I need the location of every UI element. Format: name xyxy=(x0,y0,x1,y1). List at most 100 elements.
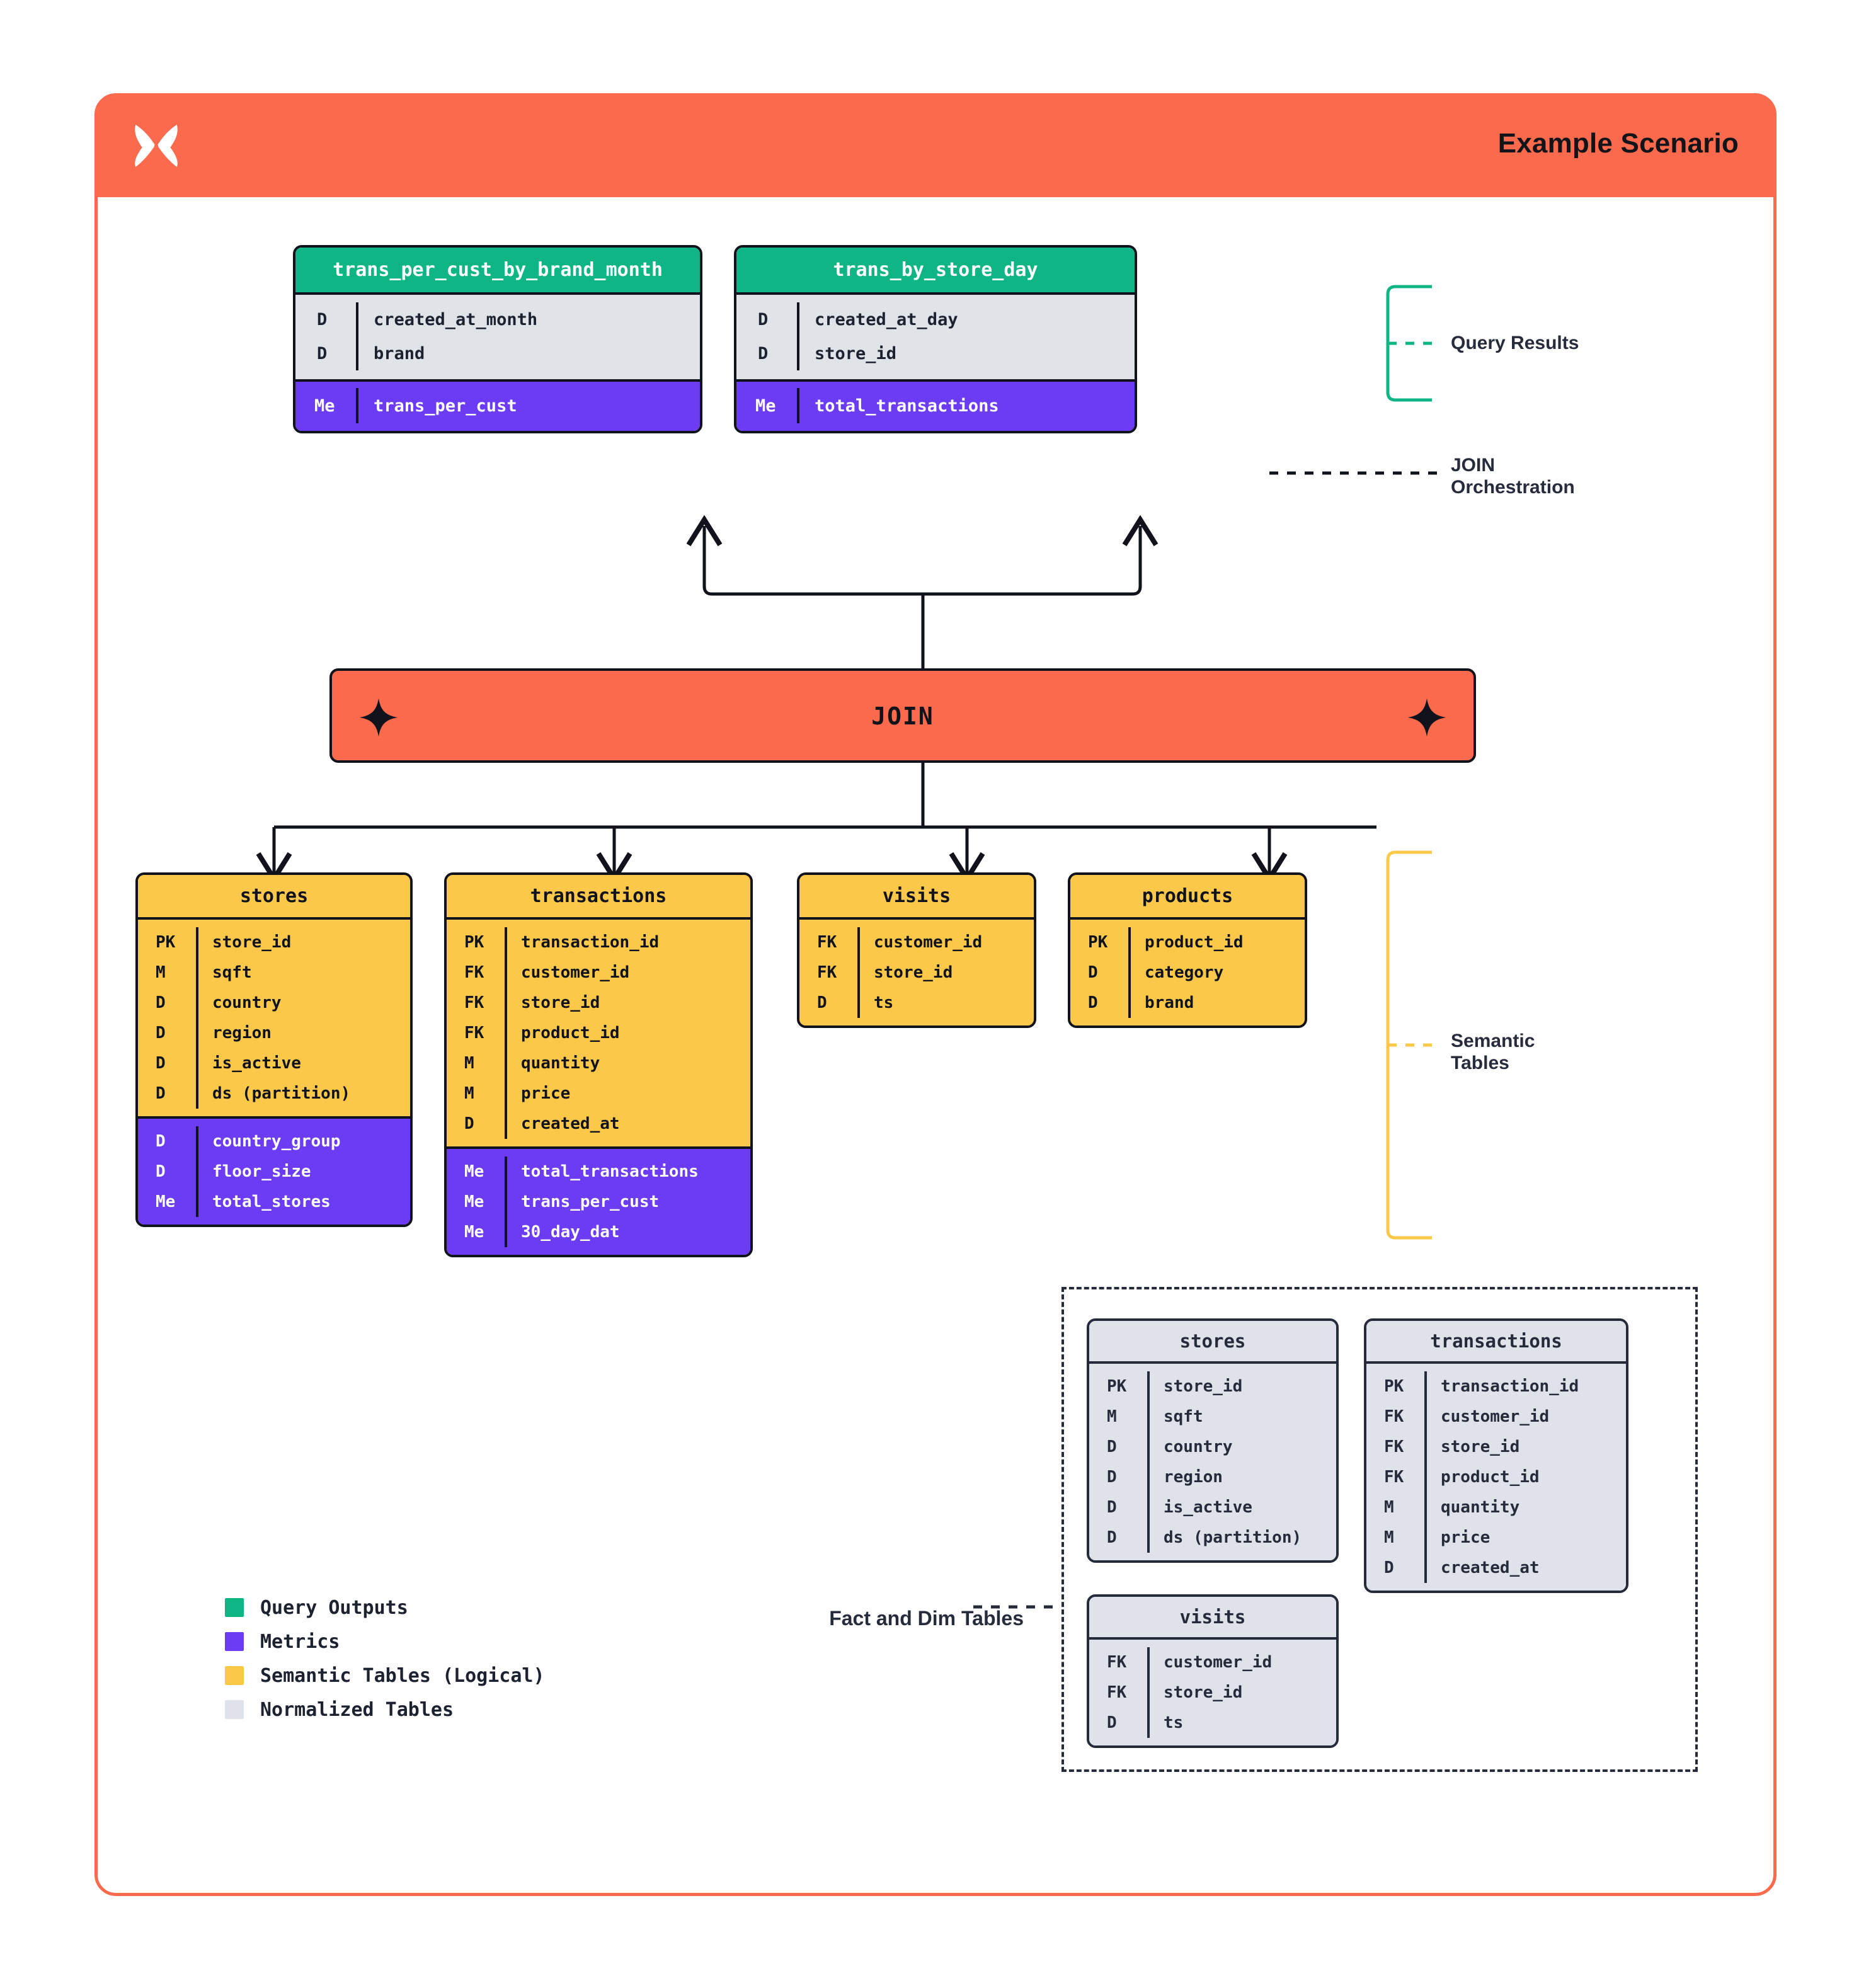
row-value: total_transactions xyxy=(815,396,999,416)
row-key: D xyxy=(138,1048,198,1078)
row-key: D xyxy=(1089,1522,1150,1553)
row-value: floor_size xyxy=(212,1162,311,1181)
table-title: transactions xyxy=(447,875,750,917)
legend-item: Metrics xyxy=(225,1625,545,1659)
row-value: category xyxy=(1145,963,1224,982)
row-value: customer_id xyxy=(874,933,983,952)
row-key: D xyxy=(799,988,860,1018)
dimension-group: D created_at_month D brand xyxy=(295,292,700,379)
row-value: quantity xyxy=(1441,1498,1520,1517)
row-key: M xyxy=(447,1078,507,1109)
legend-swatch xyxy=(225,1700,244,1719)
row-key: D xyxy=(295,336,358,370)
row-value: product_id xyxy=(521,1024,620,1043)
page-title: Example Scenario xyxy=(1497,128,1739,159)
row-key: Me xyxy=(138,1187,198,1217)
query-result-table-trans-per-cust-by-brand-month[interactable]: trans_per_cust_by_brand_month D created_… xyxy=(293,245,702,433)
row-value: store_id xyxy=(1164,1377,1243,1396)
row-key: D xyxy=(736,336,799,370)
row-key: FK xyxy=(447,957,507,988)
row-value: country xyxy=(1164,1437,1233,1456)
row-key: D xyxy=(1070,988,1131,1018)
join-orchestration-label: JOIN Orchestration xyxy=(1451,455,1575,498)
row-key: D xyxy=(1089,1462,1150,1492)
legend-item: Normalized Tables xyxy=(225,1693,545,1727)
table-title: visits xyxy=(1089,1597,1336,1637)
join-label: JOIN xyxy=(871,702,934,730)
row-key: D xyxy=(736,302,799,336)
row-value: region xyxy=(212,1024,272,1043)
query-result-table-trans-by-store-day[interactable]: trans_by_store_day D created_at_day D st… xyxy=(734,245,1137,433)
dimension-group: D created_at_day D store_id xyxy=(736,292,1135,379)
row-value: sqft xyxy=(1164,1407,1203,1426)
row-value: quantity xyxy=(521,1054,600,1073)
card-header: Example Scenario xyxy=(98,96,1773,197)
table-row: D store_id xyxy=(736,336,1135,370)
row-key: D xyxy=(138,1157,198,1187)
row-key: FK xyxy=(1089,1647,1150,1677)
row-key: D xyxy=(1089,1432,1150,1462)
row-value: created_at_day xyxy=(815,309,958,329)
legend-swatch xyxy=(225,1666,244,1685)
table-title: trans_by_store_day xyxy=(736,248,1135,292)
legend-item: Query Outputs xyxy=(225,1591,545,1625)
row-key: D xyxy=(295,302,358,336)
row-value: store_id xyxy=(874,963,953,982)
row-value: store_id xyxy=(1441,1437,1520,1456)
row-value: created_at xyxy=(521,1114,620,1133)
join-orchestration-bar[interactable]: JOIN xyxy=(329,668,1476,763)
row-value: created_at_month xyxy=(374,309,538,329)
row-value: transaction_id xyxy=(521,933,660,952)
row-value: is_active xyxy=(212,1054,301,1073)
row-value: ts xyxy=(1164,1713,1184,1732)
example-scenario-card: Example Scenario xyxy=(94,93,1777,1896)
row-key: D xyxy=(1089,1708,1150,1738)
legend-swatch xyxy=(225,1598,244,1617)
row-value: customer_id xyxy=(1441,1407,1550,1426)
row-key: M xyxy=(1089,1402,1150,1432)
legend-swatch xyxy=(225,1632,244,1651)
row-value: brand xyxy=(1145,993,1194,1012)
row-value: customer_id xyxy=(521,963,630,982)
row-key: M xyxy=(447,1048,507,1078)
row-value: customer_id xyxy=(1164,1653,1273,1672)
row-value: brand xyxy=(374,343,425,363)
row-key: FK xyxy=(1366,1462,1427,1492)
legend-label: Metrics xyxy=(260,1630,340,1653)
row-value: price xyxy=(521,1084,571,1103)
row-value: product_id xyxy=(1145,933,1244,952)
row-value: country_group xyxy=(212,1132,341,1151)
row-value: price xyxy=(1441,1528,1491,1547)
